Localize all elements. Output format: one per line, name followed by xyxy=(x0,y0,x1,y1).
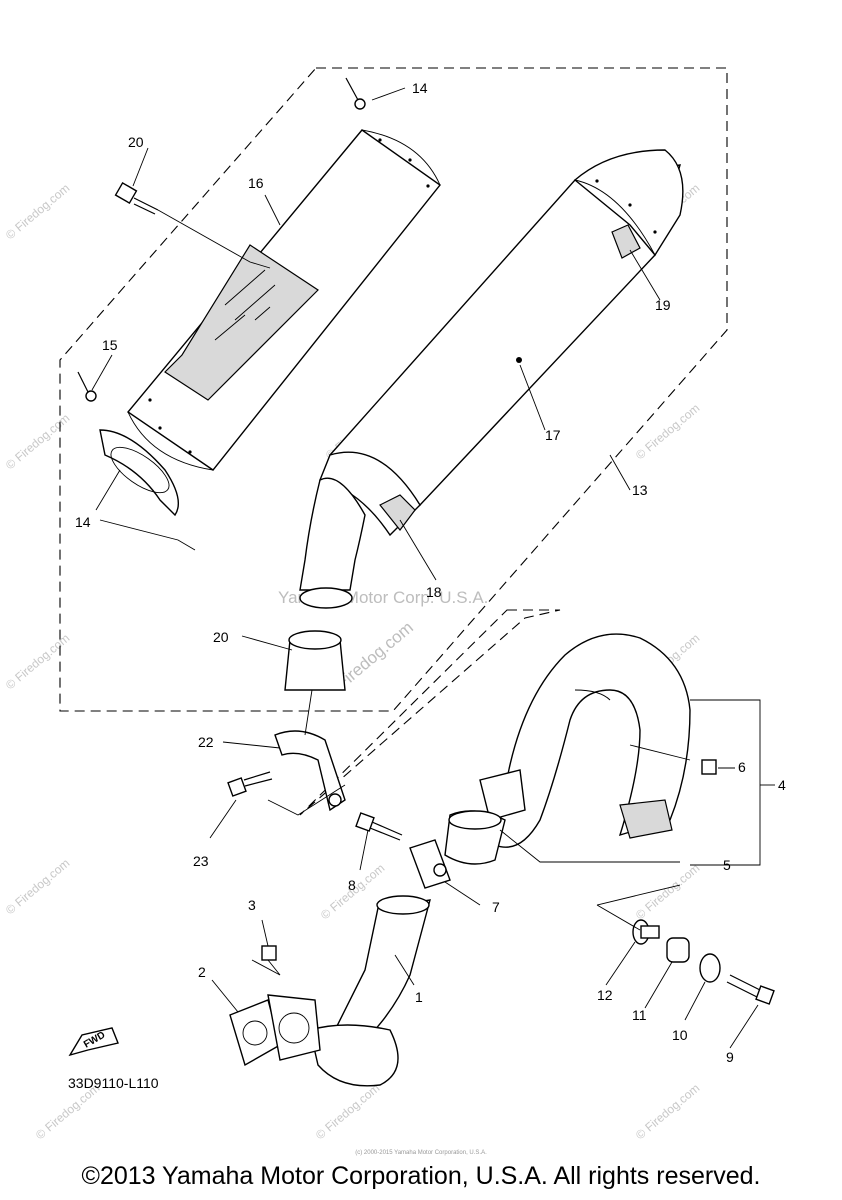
damper-11 xyxy=(666,937,690,963)
part-labels: 14 20 16 15 14 19 17 13 18 20 22 23 6 4 … xyxy=(75,80,786,1065)
part-label-15a: 14 xyxy=(412,80,428,96)
silencer-body xyxy=(319,149,684,537)
part-label-16: 16 xyxy=(248,175,264,191)
muffler-gasket xyxy=(99,429,179,517)
header-pipe xyxy=(479,633,691,848)
copyright-notice: ©2013 Yamaha Motor Corporation, U.S.A. A… xyxy=(81,1162,761,1190)
bolt-9 xyxy=(726,974,775,1005)
watermark-diagonal: Firedog.com xyxy=(332,618,417,693)
part-label-12: 12 xyxy=(597,987,613,1003)
gasket-5 xyxy=(444,810,506,865)
small-copyright: (c) 2000-2015 Yamaha Motor Corporation, … xyxy=(355,1150,487,1156)
part-label-7: 7 xyxy=(492,899,500,915)
bolt-23 xyxy=(227,771,273,797)
joint-20 xyxy=(284,630,346,691)
assembly-4-outline xyxy=(299,609,561,816)
clamp-22 xyxy=(274,730,346,812)
leader-lines xyxy=(91,87,775,1049)
part-label-2: 2 xyxy=(198,964,206,980)
part-label-9: 9 xyxy=(726,1049,734,1065)
part-label-14: 14 xyxy=(75,514,91,530)
watermark: © Firedog.com xyxy=(3,856,72,917)
part-label-8: 8 xyxy=(348,877,356,893)
part-label-4: 4 xyxy=(778,777,786,793)
watermark: © Firedog.com xyxy=(3,181,72,242)
part-label-20: 20 xyxy=(213,629,229,645)
assembly-outline xyxy=(59,67,728,712)
part-label-22: 22 xyxy=(198,734,214,750)
fwd-arrow: FWD xyxy=(68,1027,119,1057)
gasket-2 xyxy=(229,994,321,1067)
collar-12 xyxy=(632,919,660,945)
watermark: © Firedog.com xyxy=(3,411,72,472)
part-label-18: 18 xyxy=(426,584,442,600)
clamp-7 xyxy=(409,839,451,889)
bolt-8 xyxy=(355,812,403,841)
part-label-19: 19 xyxy=(655,297,671,313)
watermark: © Firedog.com xyxy=(633,861,702,922)
diagram-code: 33D9110-L110 xyxy=(68,1075,159,1091)
part-label-1: 1 xyxy=(415,989,423,1005)
watermark: © Firedog.com xyxy=(633,1081,702,1142)
part-label-17: 17 xyxy=(545,427,561,443)
watermark: © Firedog.com xyxy=(633,401,702,462)
exhaust-pipe-1 xyxy=(309,895,431,1087)
muffler-cover xyxy=(126,129,442,471)
part-label-6: 6 xyxy=(738,759,746,775)
part-label-23: 23 xyxy=(193,853,209,869)
muffler-inlet xyxy=(299,477,366,609)
washer-10 xyxy=(699,953,721,983)
watermark: © Firedog.com xyxy=(3,631,72,692)
rivets xyxy=(77,77,366,402)
part-label-3: 3 xyxy=(248,897,256,913)
nut-3 xyxy=(261,945,277,961)
part-label-10: 10 xyxy=(672,1027,688,1043)
part-label-15b: 15 xyxy=(102,337,118,353)
bolt-21 xyxy=(114,181,159,215)
watermark: © Firedog.com xyxy=(313,1081,382,1142)
part-label-13: 13 xyxy=(632,482,648,498)
nut-6 xyxy=(701,759,717,775)
part-label-11: 11 xyxy=(632,1007,647,1023)
part-label-21: 20 xyxy=(128,134,144,150)
part-label-5: 5 xyxy=(723,857,731,873)
